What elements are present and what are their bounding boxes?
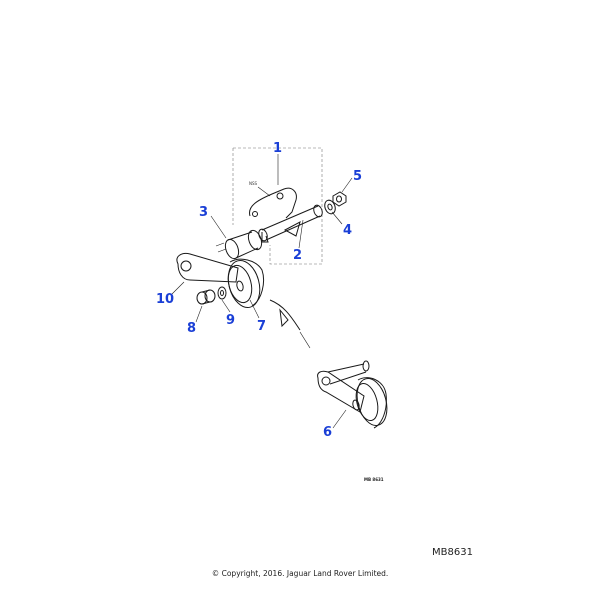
inline-label-nss: NSS [249,181,258,186]
tensioner-body [215,229,263,260]
callout-2: 2 [293,248,302,263]
tensioner-assembly-complete [317,360,388,429]
leader-lines [171,154,353,429]
drive-belt-break [269,299,311,349]
callout-9: 9 [226,313,235,328]
nut [332,191,347,207]
callout-10: 10 [156,292,174,307]
tensioner-arm [176,253,239,283]
mounting-bracket [249,187,297,243]
pivot-shaft [258,204,323,242]
thin-washer [217,286,227,300]
callout-3: 3 [199,205,208,220]
drawing-reference: MB8631 [432,547,473,558]
callout-5: 5 [353,169,362,184]
spacer [196,289,216,305]
copyright-notice: © Copyright, 2016. Jaguar Land Rover Lim… [211,569,389,578]
idler-pulley [227,258,265,309]
drawing-ref-small: MB 8631 [364,477,384,482]
callout-1: 1 [273,141,282,156]
callout-6: 6 [323,425,332,440]
callout-4: 4 [343,223,352,238]
callout-8: 8 [187,321,196,336]
washer [324,199,336,215]
assembly-boundary [232,147,323,265]
callout-7: 7 [257,319,266,334]
callout-numbers: 1 2 3 4 5 6 7 8 9 10 [156,141,362,440]
